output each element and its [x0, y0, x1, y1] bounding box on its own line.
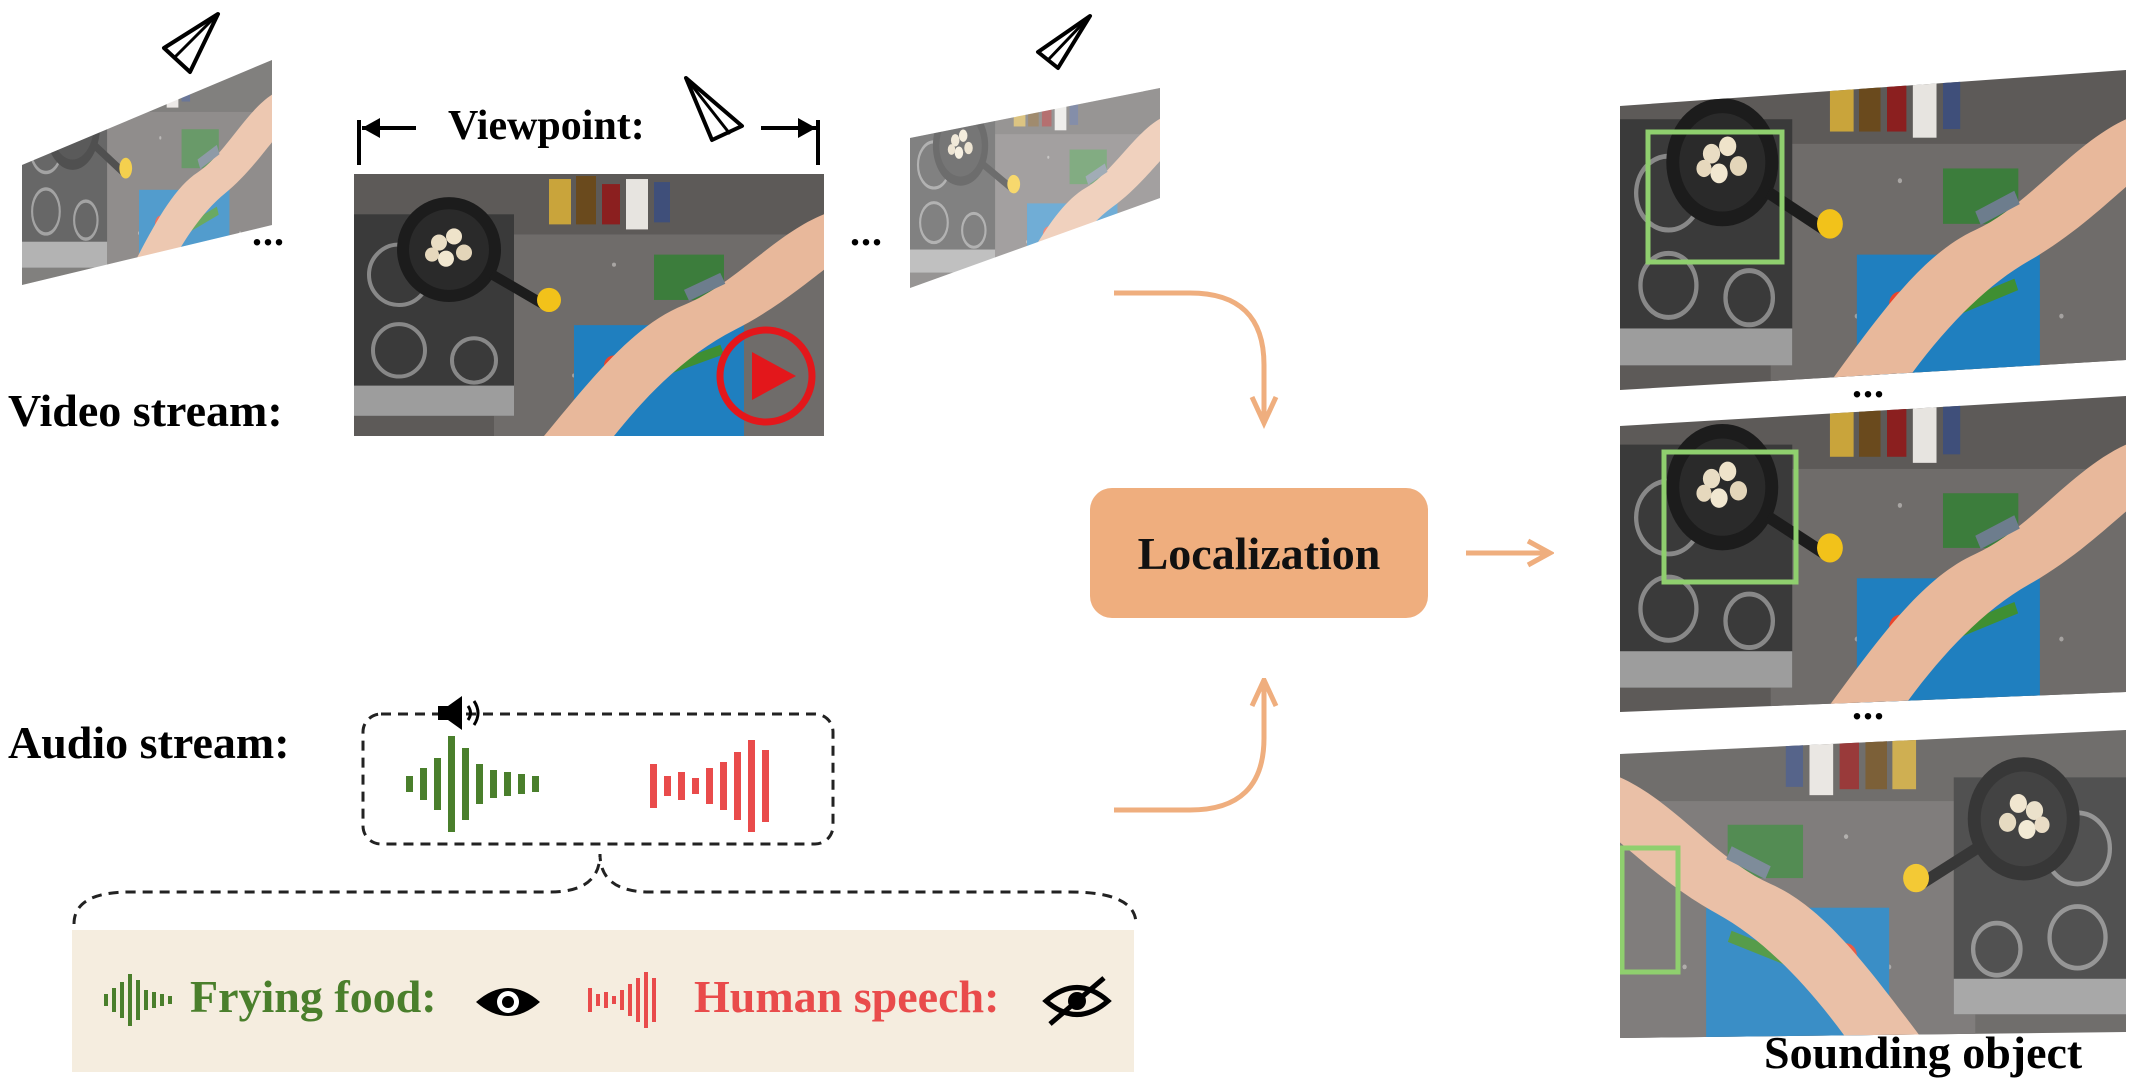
- human-speech-waveform: [650, 740, 769, 832]
- video-stream-label: Video stream:: [8, 385, 283, 436]
- camera-frustum-icon: [1036, 14, 1092, 70]
- frying-food-waveform: [406, 736, 539, 832]
- bounding-box: [1645, 129, 1785, 265]
- eye-icon: [476, 988, 540, 1016]
- video-frame-current: [354, 174, 824, 436]
- play-icon: [716, 326, 816, 426]
- ellipsis: ...: [1852, 683, 1885, 728]
- viewpoint-bracket: [357, 118, 820, 165]
- camera-frustum-icon: [684, 76, 744, 142]
- ellipsis: ...: [1852, 361, 1885, 406]
- waveform-icon: [588, 972, 656, 1028]
- camera-frustum-icon: [162, 12, 220, 74]
- frying-food-label: Frying food:: [190, 971, 437, 1022]
- ellipsis: ...: [252, 209, 285, 254]
- video-frame-previous: [22, 60, 272, 285]
- video-to-localization-arrow: [1114, 290, 1279, 429]
- audio-to-localization-arrow: [1114, 678, 1279, 813]
- viewpoint-label: Viewpoint:: [448, 103, 645, 149]
- ellipsis: ...: [850, 209, 883, 254]
- eye-slash-icon: [1042, 976, 1112, 1026]
- legend-brace: [72, 853, 1138, 925]
- legend-panel: Frying food: Human speech:: [72, 930, 1134, 1072]
- localization-label: Localization: [1137, 527, 1381, 579]
- output-frame-3: [1620, 730, 2126, 1038]
- localization-output-arrow: [1466, 538, 1554, 568]
- speaker-icon: [438, 696, 480, 730]
- waveform-icon: [104, 974, 172, 1026]
- video-frame-next: [910, 88, 1160, 288]
- bounding-box: [1620, 845, 1681, 975]
- bounding-box: [1661, 449, 1799, 585]
- audio-stream-label: Audio stream:: [8, 717, 290, 768]
- localization-box: Localization: [1090, 488, 1428, 618]
- output-frame-1: [1620, 70, 2126, 390]
- output-frame-2: [1620, 396, 2126, 712]
- human-speech-label: Human speech:: [694, 971, 1000, 1022]
- sounding-object-label: Sounding object: [1764, 1027, 2083, 1078]
- audio-waveform-box: [361, 712, 835, 846]
